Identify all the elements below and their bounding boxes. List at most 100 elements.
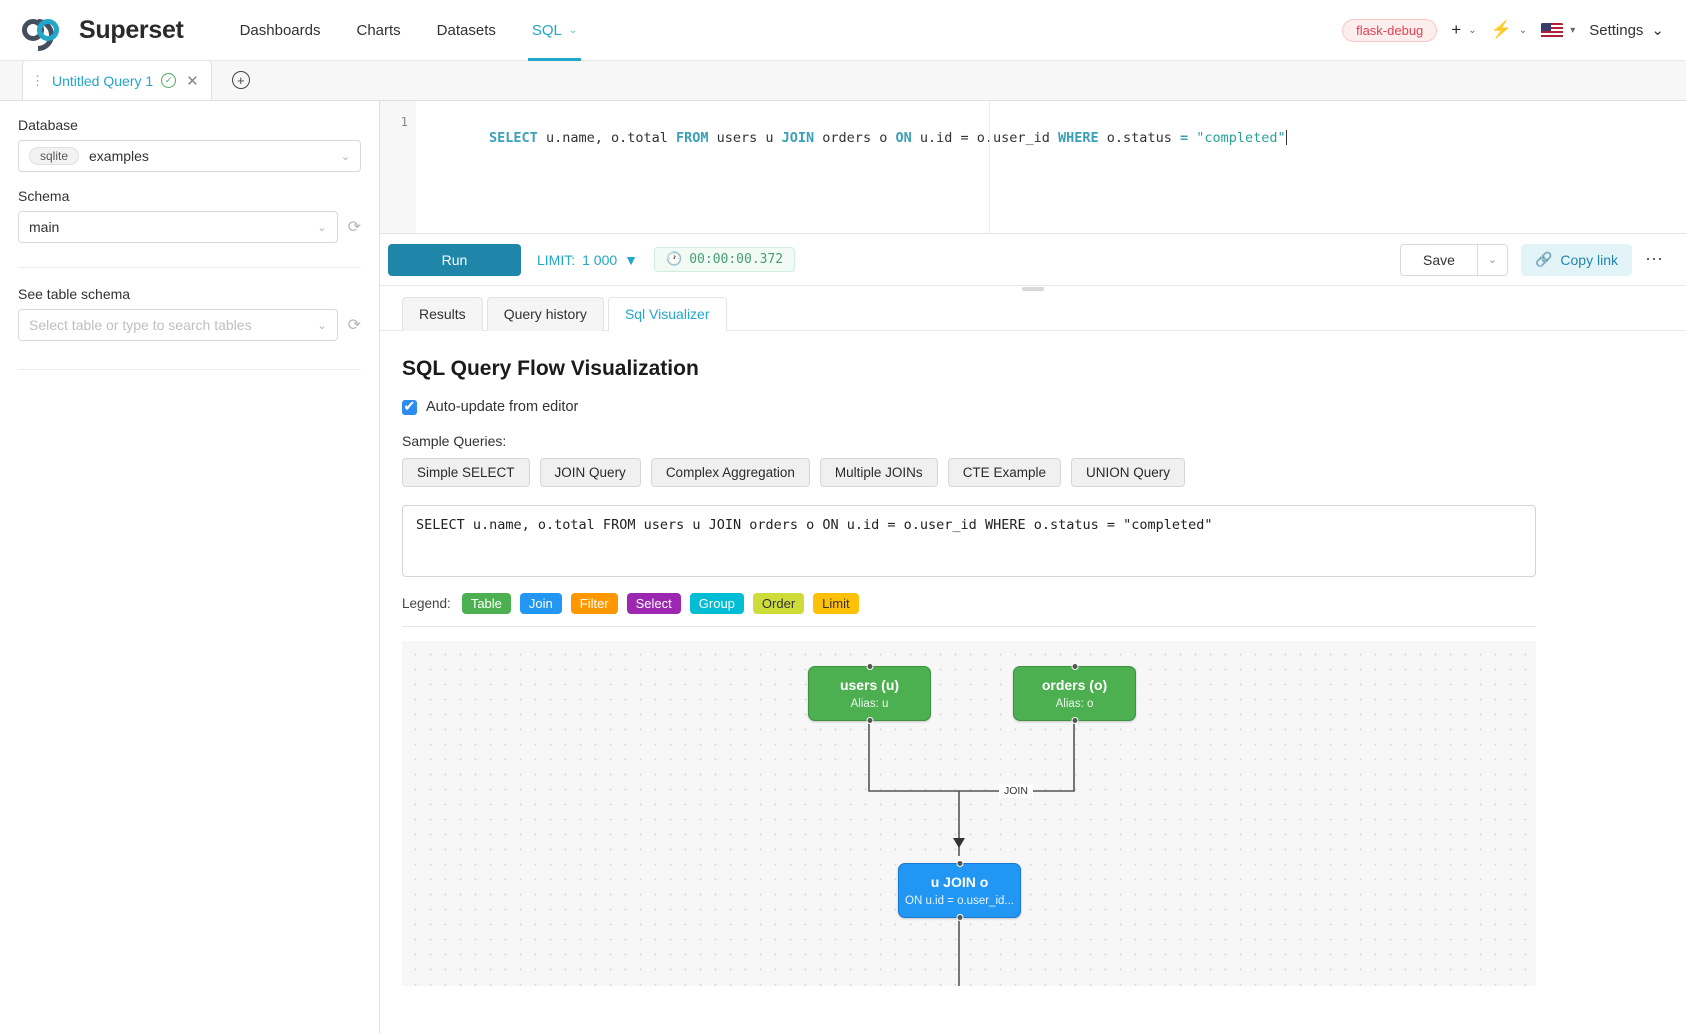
more-options-icon[interactable]: ⋯ xyxy=(1645,249,1664,269)
database-select[interactable]: sqlite examples ⌄ xyxy=(18,140,361,172)
sample-query-join-query[interactable]: JOIN Query xyxy=(539,458,641,487)
node-title: users (u) xyxy=(839,677,900,693)
editor-toolbar: Run LIMIT: 1 000 ▼ 🕐 00:00:00.372 Save ⌄… xyxy=(380,234,1686,291)
legend-divider xyxy=(402,626,1536,627)
settings-menu[interactable]: Settings ⌄ xyxy=(1589,21,1664,40)
link-icon: 🔗 xyxy=(1534,251,1553,267)
chevron-down-icon: ⌄ xyxy=(1468,24,1477,36)
check-circle-icon: ✓ xyxy=(161,73,177,88)
chevron-down-icon: ⌄ xyxy=(317,221,327,234)
line-number: 1 xyxy=(400,114,408,129)
sample-query-union-query[interactable]: UNION Query xyxy=(1070,458,1185,487)
sql-token-where: WHERE xyxy=(1058,130,1099,146)
bolt-icon: ⚡ xyxy=(1490,20,1512,39)
language-selector[interactable]: ▾ xyxy=(1541,22,1576,38)
run-button[interactable]: Run xyxy=(388,243,521,276)
schema-label: Schema xyxy=(18,188,70,204)
navbar-right: flask-debug + ⌄ ⚡ ⌄ ▾ Settings ⌄ xyxy=(1342,18,1664,42)
nav-link-label: Datasets xyxy=(436,21,496,39)
drag-handle-icon[interactable]: ⋮ xyxy=(31,73,44,88)
node-join[interactable]: u JOIN o ON u.id = o.user_id... xyxy=(898,860,1021,921)
panel-resize-handle[interactable] xyxy=(1022,287,1044,291)
sql-editor[interactable]: 1 SELECT u.name, o.total FROM users u JO… xyxy=(380,101,1686,234)
primary-nav: Dashboards Charts Datasets SQL ⌄ xyxy=(222,0,596,61)
port-top xyxy=(866,663,873,670)
table-select[interactable]: Select table or type to search tables ⌄ xyxy=(18,309,338,341)
sql-input-textarea[interactable] xyxy=(402,505,1536,577)
sql-token-cols: u.name, o.total xyxy=(537,130,676,146)
legend-label: Legend: xyxy=(402,596,451,611)
query-flow-canvas[interactable]: JOIN users (u) Alias: u orders (o) Alias… xyxy=(402,641,1536,986)
sample-query-buttons: Simple SELECT JOIN Query Complex Aggrega… xyxy=(402,458,1664,487)
new-item-button[interactable]: + ⌄ xyxy=(1451,20,1476,40)
table-select-placeholder: Select table or type to search tables xyxy=(29,317,252,333)
checkbox-checked-icon[interactable]: ✔ xyxy=(402,399,417,415)
sql-token-from: FROM xyxy=(675,130,709,146)
flow-edges xyxy=(868,723,1075,986)
tab-query-history[interactable]: Query history xyxy=(486,297,604,331)
refresh-tables-icon[interactable]: ⟳ xyxy=(347,317,361,334)
database-label: Database xyxy=(18,117,78,133)
sql-token-oncond: u.id = o.user_id xyxy=(911,130,1059,146)
chevron-down-icon: ⌄ xyxy=(1518,24,1528,36)
port-top xyxy=(1071,663,1078,670)
top-navbar: Superset Dashboards Charts Datasets SQL … xyxy=(0,0,1686,61)
main-split: Database sqlite examples ⌄ Schema main ⌄… xyxy=(0,101,1686,1034)
nav-link-dashboards[interactable]: Dashboards xyxy=(222,0,339,61)
plus-icon: + xyxy=(1451,20,1462,39)
copy-link-button[interactable]: 🔗 Copy link xyxy=(1520,243,1632,276)
alerts-button[interactable]: ⚡ ⌄ xyxy=(1491,20,1528,40)
superset-brand[interactable]: Superset xyxy=(22,16,184,45)
sample-query-simple-select[interactable]: Simple SELECT xyxy=(402,458,530,487)
query-tab-untitled-query-1[interactable]: ⋮ Untitled Query 1 ✓ ✕ xyxy=(22,60,212,100)
flask-debug-badge: flask-debug xyxy=(1342,18,1438,42)
query-timer: 🕐 00:00:00.372 xyxy=(654,247,796,272)
edge-label-join: JOIN xyxy=(999,784,1033,798)
text-caret xyxy=(1285,130,1287,145)
right-panel: 1 SELECT u.name, o.total FROM users u JO… xyxy=(380,101,1686,1034)
port-bottom xyxy=(1071,717,1078,724)
chevron-down-icon: ▾ xyxy=(1570,24,1576,36)
sample-query-multiple-joins[interactable]: Multiple JOINs xyxy=(819,458,938,487)
sample-query-cte-example[interactable]: CTE Example xyxy=(947,458,1061,487)
query-tab-bar: ⋮ Untitled Query 1 ✓ ✕ + xyxy=(0,60,1686,101)
nav-link-charts[interactable]: Charts xyxy=(338,0,418,61)
sql-token-string: "completed" xyxy=(1188,130,1286,146)
refresh-schema-icon[interactable]: ⟳ xyxy=(347,219,361,236)
sample-query-complex-aggregation[interactable]: Complex Aggregation xyxy=(650,458,810,487)
tab-results[interactable]: Results xyxy=(402,297,483,331)
sql-token-select: SELECT xyxy=(489,130,538,146)
chevron-down-icon: ⌄ xyxy=(568,24,578,36)
port-bottom xyxy=(956,914,963,921)
sql-token-on: ON xyxy=(895,130,912,146)
save-button[interactable]: Save xyxy=(1400,243,1478,276)
save-dropdown-chevron-down-icon[interactable]: ⌄ xyxy=(1477,243,1508,276)
port-bottom xyxy=(866,717,873,724)
editor-code[interactable]: SELECT u.name, o.total FROM users u JOIN… xyxy=(416,101,1686,233)
node-subtitle: ON u.id = o.user_id... xyxy=(905,895,1014,907)
chevron-down-icon: ⌄ xyxy=(317,319,327,332)
table-schema-label: See table schema xyxy=(18,286,131,302)
auto-update-checkbox-row[interactable]: ✔ Auto-update from editor xyxy=(402,399,1664,415)
sql-token-eq: = xyxy=(1179,130,1189,146)
chevron-down-icon: ▼ xyxy=(624,251,639,268)
auto-update-label: Auto-update from editor xyxy=(426,399,579,415)
chevron-down-icon: ⌄ xyxy=(1651,22,1664,39)
legend-item-filter: Filter xyxy=(570,593,618,614)
legend-item-join: Join xyxy=(519,593,562,614)
legend-item-select: Select xyxy=(626,593,681,614)
schema-select[interactable]: main ⌄ xyxy=(18,211,338,243)
nav-link-sql[interactable]: SQL ⌄ xyxy=(514,0,595,61)
node-orders[interactable]: orders (o) Alias: o xyxy=(1013,663,1136,724)
sql-token-join: JOIN xyxy=(781,130,815,146)
node-title: orders (o) xyxy=(1041,677,1108,693)
tab-sql-visualizer[interactable]: Sql Visualizer xyxy=(607,297,727,331)
limit-dropdown[interactable]: LIMIT: 1 000 ▼ xyxy=(537,252,638,268)
node-users[interactable]: users (u) Alias: u xyxy=(808,663,931,724)
nav-link-datasets[interactable]: Datasets xyxy=(419,0,514,61)
schema-value: main xyxy=(29,219,60,235)
legend-item-group: Group xyxy=(689,593,744,614)
add-tab-button[interactable]: + xyxy=(231,71,250,89)
database-value: examples xyxy=(89,148,149,164)
close-icon[interactable]: ✕ xyxy=(186,72,199,90)
